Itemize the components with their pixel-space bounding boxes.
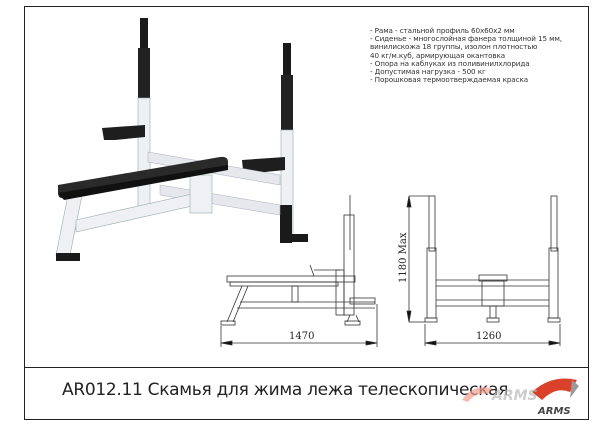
spec-line: - Рама - стальной профиль 60х60х2 мм — [370, 26, 515, 35]
front-view-drawing — [406, 195, 561, 346]
arms-logo: ARMS ARMS — [452, 370, 582, 418]
height-dimension-label: 1180 Max — [398, 232, 409, 283]
spec-line: - Допустимая нагрузка - 500 кг — [370, 67, 486, 77]
width-dimension-label: 1260 — [476, 331, 502, 342]
spec-line: - Сиденье - многослойная фанера толщиной… — [370, 34, 562, 44]
svg-text:ARMS: ARMS — [491, 388, 538, 404]
bench-3d-render — [55, 18, 308, 261]
spec-line: - Порошковая термоотверждаемая краска — [370, 75, 529, 85]
spec-line: - Опора на каблуках из поливинилхлорида — [370, 58, 530, 68]
drawing-frame — [24, 6, 589, 420]
arms-logo-icon: ARMS ARMS — [462, 378, 579, 417]
side-view-drawing — [220, 195, 378, 347]
length-dimension-label: 1470 — [289, 331, 315, 342]
brand-name: ARMS — [537, 406, 571, 417]
document-title: AR012.11 Скамья для жима лежа телескопич… — [62, 380, 509, 400]
specifications-list: - Рама - стальной профиль 60х60х2 мм - С… — [370, 26, 590, 85]
spec-line: винилискожа 18 группы, изолон плотностью — [370, 42, 538, 52]
spec-line: 40 кг/м.куб, армирующая окантовка — [370, 50, 506, 60]
title-block-divider — [24, 367, 589, 368]
